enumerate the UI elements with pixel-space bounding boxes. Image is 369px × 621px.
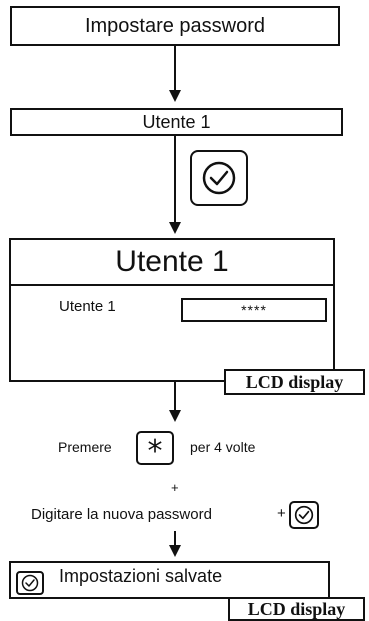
arrow-3-head	[169, 410, 181, 422]
set-password-label: Impostare password	[84, 14, 266, 37]
lcd-display-text-2: LCD display	[247, 598, 346, 619]
press-prefix-text: Premere	[58, 439, 112, 455]
check-circle-icon	[202, 161, 236, 195]
enter-new-password-text: Digitare la nuova password	[31, 506, 212, 523]
arrow-1-head	[169, 90, 181, 102]
arrow-2-head	[169, 222, 181, 234]
star-key-symbol: *	[147, 434, 163, 469]
arrow-1-line	[174, 46, 176, 92]
lcd-display-label: LCD display	[224, 369, 365, 395]
lcd-display-text: LCD display	[245, 371, 344, 392]
user-select-box: Utente 1	[10, 108, 343, 136]
check-circle-icon-saved	[21, 574, 39, 592]
lcd-screen-header: Utente 1	[11, 240, 333, 286]
lcd-password-field: ****	[181, 298, 327, 322]
arrow-2-line	[174, 136, 176, 224]
star-key: *	[136, 431, 174, 469]
plus-confirm-sign: +	[277, 505, 286, 522]
lcd-display-label-2: LCD display	[228, 597, 365, 621]
plus-sign: +	[171, 480, 179, 495]
lcd-password-value: ****	[241, 302, 267, 318]
confirm-key-saved	[16, 571, 44, 595]
set-password-box: Impostare password	[10, 6, 340, 46]
saved-text: Impostazioni salvate	[59, 566, 223, 586]
press-suffix-text: per 4 volte	[190, 439, 256, 455]
arrow-3-line	[174, 382, 176, 412]
user-select-label: Utente 1	[142, 111, 211, 132]
confirm-key-small	[289, 501, 319, 529]
lcd-field-label: Utente 1	[59, 298, 116, 315]
confirm-key	[190, 150, 248, 206]
saved-box: Impostazioni salvate	[9, 561, 330, 599]
arrow-4-head	[169, 545, 181, 557]
check-circle-icon-small	[294, 505, 314, 525]
arrow-4-line	[174, 531, 176, 547]
lcd-screen-title: Utente 1	[115, 245, 229, 278]
lcd-screen: Utente 1 Utente 1 ****	[9, 238, 335, 382]
